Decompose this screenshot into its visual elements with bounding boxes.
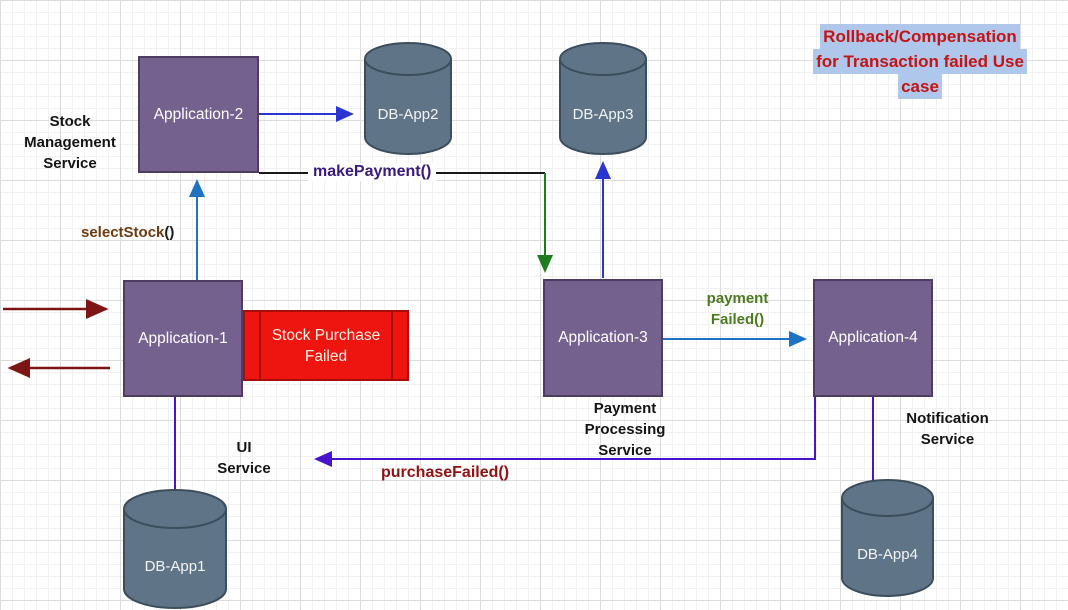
node-application-4[interactable]: Application-4 xyxy=(813,279,933,397)
node-db-app2-label: DB-App2 xyxy=(377,105,439,123)
diagram-title: Rollback/Compensation for Transaction fa… xyxy=(778,24,1062,99)
diagram-title-line: case xyxy=(898,74,942,99)
node-application-4-label: Application-4 xyxy=(828,329,918,346)
label-ui-service: UI Service xyxy=(217,439,271,477)
database-cylinder-icon xyxy=(123,489,227,609)
node-stock-purchase-failed[interactable]: Stock Purchase Failed xyxy=(243,310,409,381)
node-db-app4[interactable]: DB-App4 xyxy=(840,478,935,598)
database-cylinder-icon xyxy=(841,479,934,597)
node-db-app3[interactable]: DB-App3 xyxy=(558,41,648,155)
label-notification-service: Notification Service xyxy=(906,410,989,448)
node-application-3[interactable]: Application-3 xyxy=(543,279,663,397)
diagram-title-line: Rollback/Compensation xyxy=(820,24,1020,49)
node-application-1[interactable]: Application-1 xyxy=(123,280,243,397)
node-application-1-label: Application-1 xyxy=(138,329,228,347)
node-application-3-label: Application-3 xyxy=(558,329,648,346)
label-make-payment: makePayment() xyxy=(308,163,437,181)
database-cylinder-icon xyxy=(559,42,647,155)
label-select-stock: selectStock() xyxy=(81,224,175,241)
node-db-app1[interactable]: DB-App1 xyxy=(122,488,228,610)
diagram-title-line: for Transaction failed Use xyxy=(813,49,1027,74)
label-purchase-failed: purchaseFailed() xyxy=(381,464,510,481)
label-payment-failed: payment Failed() xyxy=(706,290,769,328)
node-application-2-label: Application-2 xyxy=(153,105,244,123)
node-application-2[interactable]: Application-2 xyxy=(138,56,259,173)
node-db-app2[interactable]: DB-App2 xyxy=(363,41,453,155)
node-stock-purchase-failed-label: Stock Purchase Failed xyxy=(271,326,381,365)
node-db-app4-label: DB-App4 xyxy=(857,546,918,564)
process-bar-right xyxy=(391,312,393,379)
label-payment-processing-service: Payment Processing Service xyxy=(584,400,666,459)
label-stock-management-service: Stock Management Service xyxy=(24,113,116,172)
node-db-app1-label: DB-App1 xyxy=(144,557,206,575)
database-cylinder-icon xyxy=(364,42,452,155)
node-db-app3-label: DB-App3 xyxy=(572,105,634,123)
process-bar-left xyxy=(259,312,261,379)
